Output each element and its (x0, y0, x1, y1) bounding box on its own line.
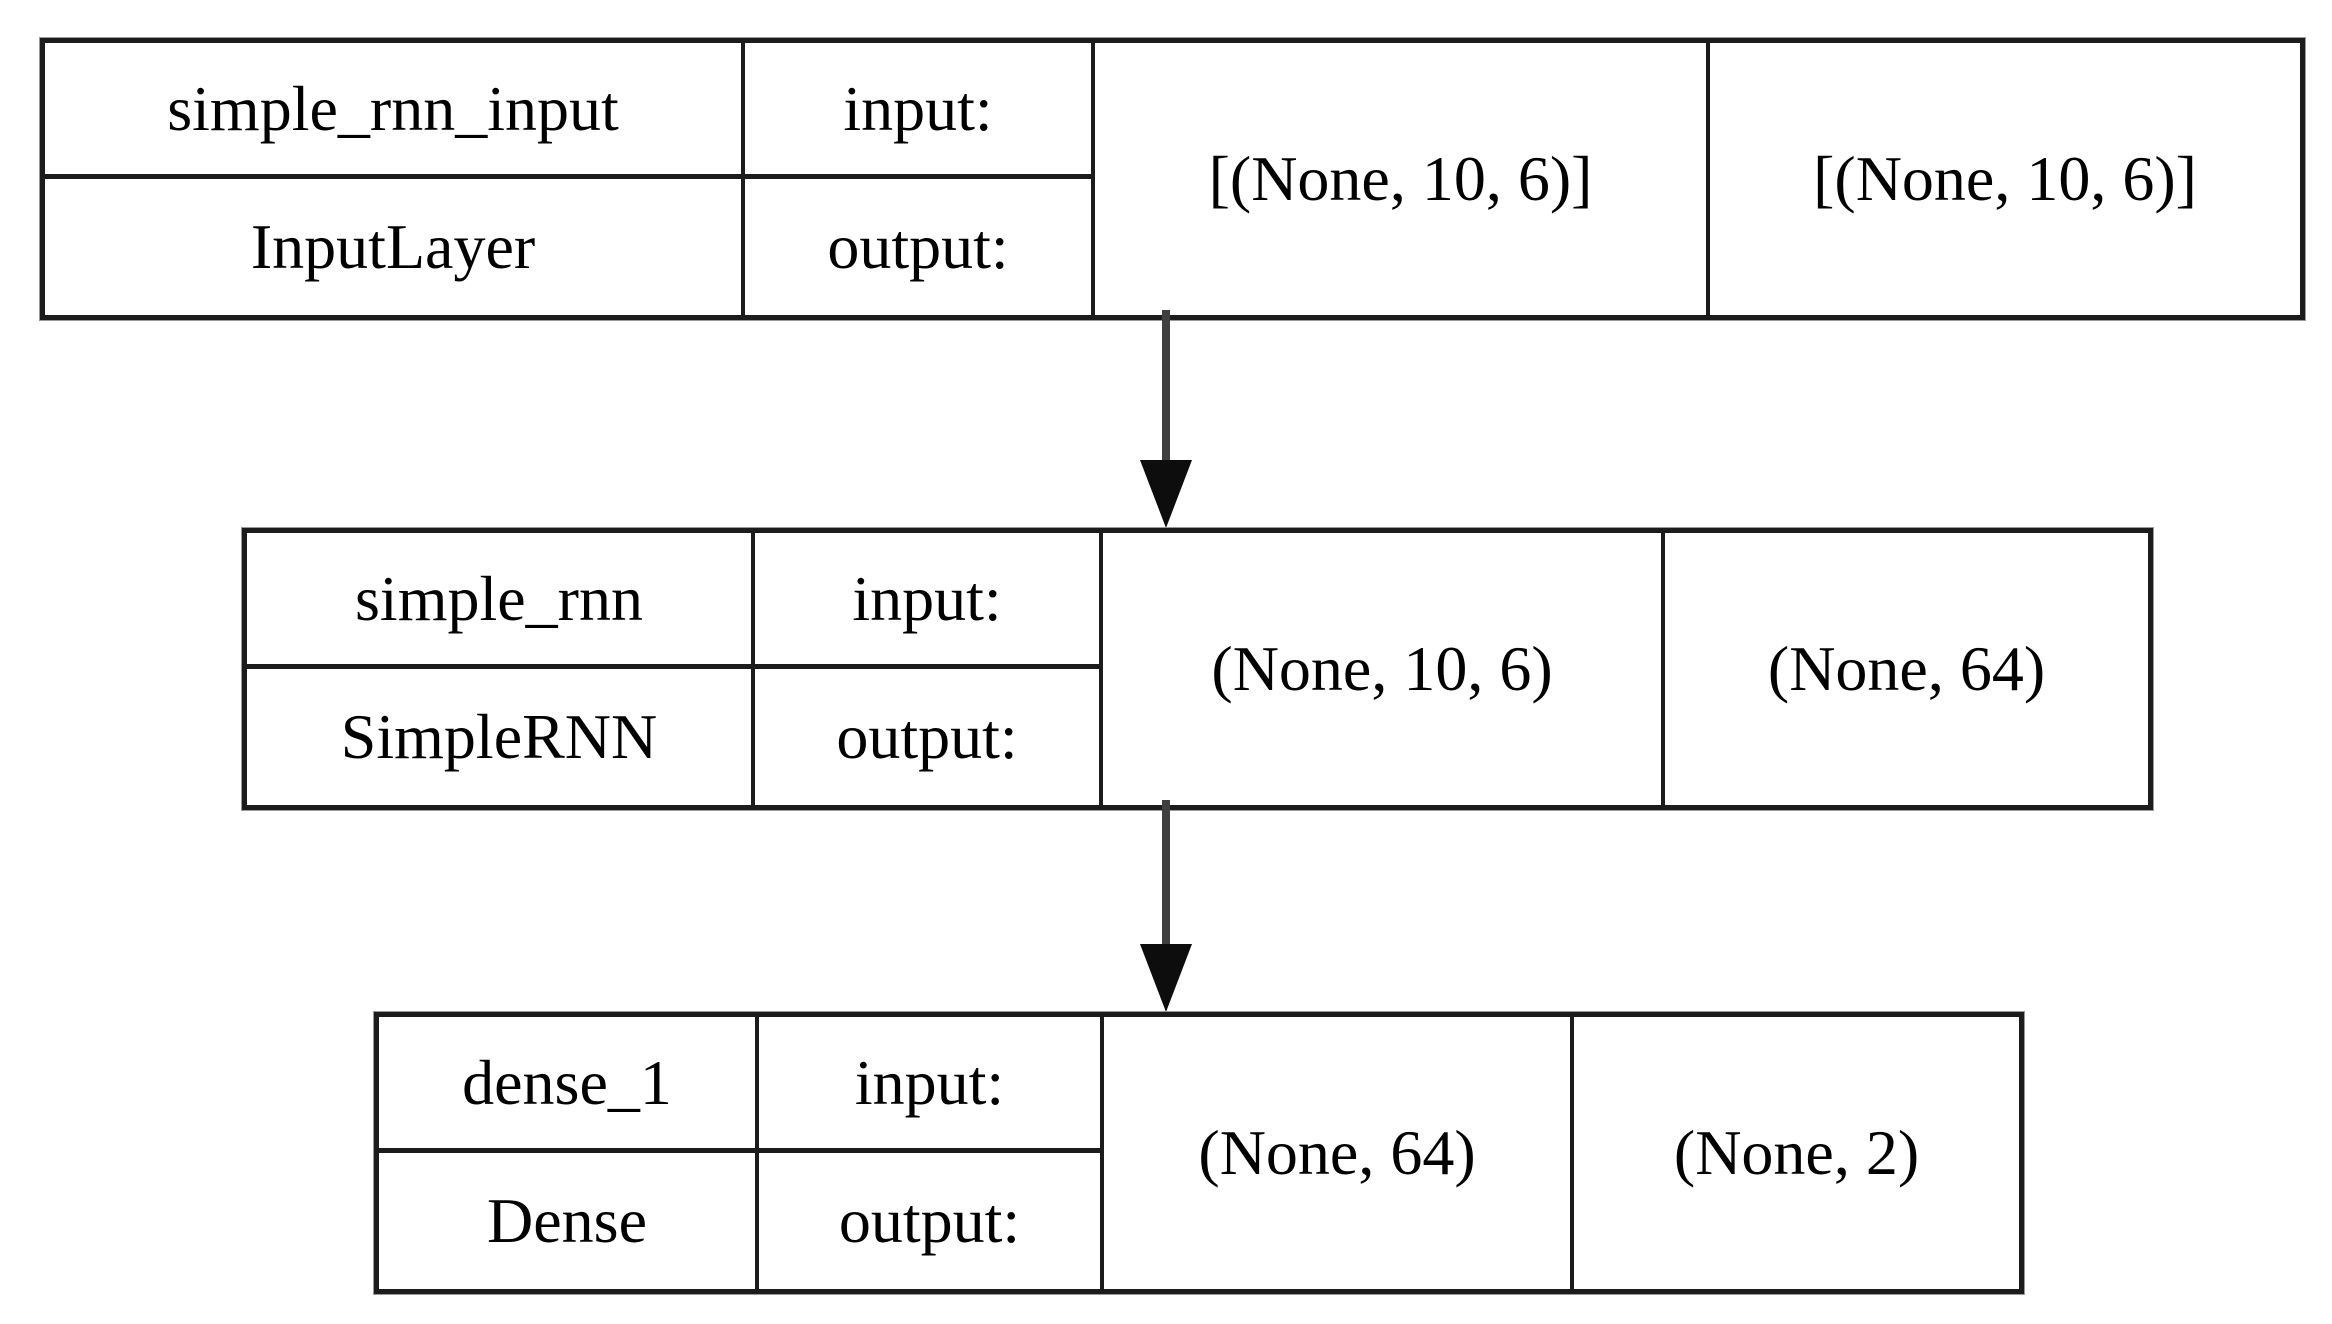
input-label: input: (759, 1017, 1104, 1153)
input-shape: (None, 64) (1104, 1017, 1574, 1289)
output-label: output: (745, 179, 1095, 315)
input-shape: (None, 10, 6) (1103, 533, 1665, 805)
output-label: output: (755, 669, 1103, 805)
arrow-head-icon (1140, 944, 1192, 1012)
input-shape: [(None, 10, 6)] (1095, 43, 1710, 315)
output-shape: (None, 2) (1673, 1117, 1920, 1188)
layer-node-simple-rnn-input: simple_rnn_input InputLayer input: outpu… (40, 38, 2305, 320)
edge-input-to-simple-rnn (1139, 310, 1193, 528)
output-shape: (None, 64) (1767, 633, 2046, 704)
layer-name: simple_rnn_input (45, 43, 745, 179)
arrow-line (1162, 800, 1170, 946)
arrow-head-icon (1140, 460, 1192, 528)
layer-node-dense-1: dense_1 Dense input: output: (None, 64) … (374, 1012, 2024, 1294)
layer-type: SimpleRNN (247, 669, 755, 805)
output-shape: [(None, 10, 6)] (1813, 143, 2197, 214)
input-label: input: (745, 43, 1095, 179)
layer-type: InputLayer (45, 179, 745, 315)
edge-simple-rnn-to-dense (1139, 800, 1193, 1012)
layer-type: Dense (379, 1153, 759, 1289)
output-label: output: (759, 1153, 1104, 1289)
layer-name: dense_1 (379, 1017, 759, 1153)
input-label: input: (755, 533, 1103, 669)
layer-node-simple-rnn: simple_rnn SimpleRNN input: output: (Non… (242, 528, 2153, 810)
layer-name: simple_rnn (247, 533, 755, 669)
arrow-line (1162, 310, 1170, 462)
